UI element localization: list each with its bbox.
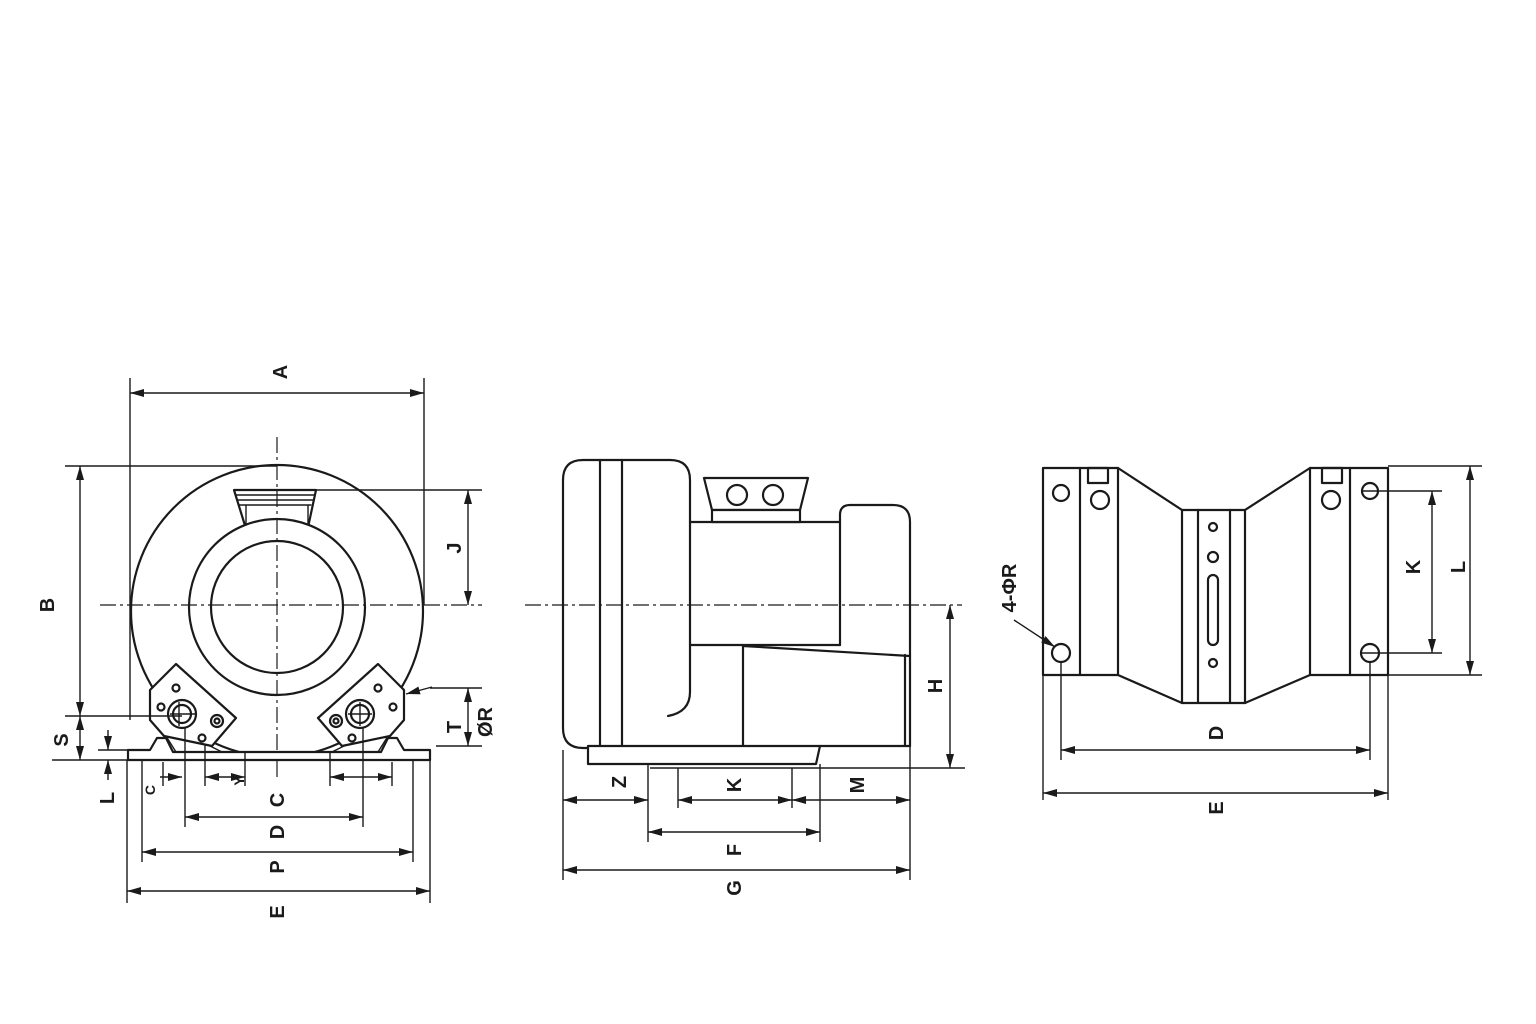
label-dim-d: D bbox=[1206, 726, 1228, 740]
side-view: H Z K M F G bbox=[525, 458, 965, 896]
bolt-hole bbox=[332, 717, 340, 725]
fan-cover bbox=[838, 503, 912, 657]
label-dim-l: L bbox=[1448, 561, 1470, 573]
leader-line bbox=[405, 686, 433, 695]
bolt-hole bbox=[213, 717, 221, 725]
small-hole bbox=[1206, 550, 1220, 564]
nut bbox=[328, 713, 344, 729]
terminal-box-base bbox=[710, 508, 802, 524]
label-dim-l: L bbox=[97, 792, 119, 804]
dimension-holes: 4-ΦR bbox=[999, 563, 1056, 648]
label-dim-m: M bbox=[847, 777, 869, 794]
base-feet bbox=[126, 735, 432, 762]
dimension-d: D bbox=[141, 760, 414, 862]
dimension-e: E bbox=[267, 905, 289, 918]
dimension-k: K bbox=[678, 777, 792, 804]
base-foot-profile bbox=[126, 736, 432, 762]
cable-gland bbox=[725, 483, 749, 507]
base-view: 4-ΦR K L D E bbox=[999, 465, 1482, 815]
cable-gland bbox=[761, 483, 785, 507]
dimension-b: B bbox=[37, 465, 277, 717]
terminal-box-cover bbox=[702, 476, 810, 512]
bolt-hole bbox=[373, 683, 383, 693]
dimension-e: E bbox=[1042, 675, 1389, 815]
label-dim-y: Y bbox=[231, 776, 247, 786]
dimension-t: T bbox=[430, 687, 482, 747]
label-dim-f: F bbox=[724, 844, 746, 856]
slot bbox=[1206, 573, 1220, 647]
support-rib bbox=[209, 745, 223, 753]
dimension-r: ØR bbox=[405, 686, 497, 737]
dimension-s: S bbox=[51, 716, 128, 761]
mounting-hole bbox=[1089, 489, 1111, 511]
notch bbox=[1320, 466, 1344, 485]
label-dim-e: E bbox=[1206, 801, 1228, 814]
label-dim-k: K bbox=[724, 777, 746, 792]
bolt-hole bbox=[388, 702, 398, 712]
support-rib bbox=[377, 735, 389, 753]
fan-cowl bbox=[741, 644, 912, 748]
label-dim-p: P bbox=[267, 860, 289, 873]
label-dim-s: S bbox=[51, 733, 73, 746]
bolt-hole bbox=[347, 733, 357, 743]
mounting-hole bbox=[1051, 483, 1071, 503]
label-dim-holes: 4-ΦR bbox=[999, 563, 1021, 612]
dimension-a: A bbox=[129, 365, 425, 720]
terminal-box bbox=[702, 476, 810, 524]
dimension-p: P bbox=[126, 760, 431, 903]
nut bbox=[209, 713, 225, 729]
small-hole bbox=[1207, 657, 1219, 669]
dimension-z: Z bbox=[563, 776, 648, 804]
side-extension-lines bbox=[562, 746, 911, 880]
leader-line bbox=[1013, 619, 1056, 648]
label-dim-c-small: C bbox=[142, 785, 158, 795]
mounting-hole bbox=[1320, 489, 1342, 511]
dimension-l: L bbox=[97, 730, 128, 804]
dimension-row-ports: C Y bbox=[142, 745, 393, 795]
support-rib bbox=[165, 735, 177, 753]
dimension-g: G bbox=[563, 866, 910, 896]
bolt-hole bbox=[197, 733, 207, 743]
left-port-bracket bbox=[148, 662, 238, 748]
support-rib bbox=[331, 745, 345, 753]
label-dim-a: A bbox=[270, 365, 292, 379]
plate-fold-lines bbox=[1078, 466, 1352, 705]
label-dim-b: B bbox=[37, 598, 59, 612]
dimension-k: K bbox=[1362, 490, 1442, 654]
dimension-h: H bbox=[650, 605, 965, 769]
front-view: A B J S L T bbox=[37, 365, 497, 919]
label-dim-g: G bbox=[724, 880, 746, 896]
label-dim-j: J bbox=[444, 542, 466, 553]
label-dim-d: D bbox=[267, 825, 289, 839]
label-dim-k: K bbox=[1403, 559, 1425, 574]
blower-housing bbox=[561, 458, 692, 750]
dimension-c: C bbox=[184, 728, 364, 827]
bolt-hole bbox=[156, 702, 166, 712]
label-dim-c: C bbox=[267, 793, 289, 807]
housing-outline bbox=[561, 458, 692, 750]
base-plate-outline bbox=[1041, 466, 1390, 705]
cowl-top-edge bbox=[741, 644, 912, 658]
right-port-bracket bbox=[316, 662, 406, 748]
bolt-hole bbox=[171, 683, 181, 693]
dimension-l: L bbox=[1388, 465, 1482, 676]
dimension-m: M bbox=[792, 777, 910, 804]
label-dim-e: E bbox=[267, 905, 289, 918]
center-strip-holes bbox=[1206, 521, 1220, 669]
notch bbox=[1086, 466, 1110, 485]
label-dim-h: H bbox=[925, 679, 947, 693]
label-dim-t: T bbox=[444, 721, 466, 733]
label-dim-z: Z bbox=[609, 776, 631, 788]
motor-body bbox=[688, 503, 912, 657]
small-hole bbox=[1207, 521, 1219, 533]
base-plate bbox=[586, 744, 822, 766]
dimension-j: J bbox=[312, 489, 482, 605]
dimension-d: D bbox=[1060, 662, 1371, 760]
dimension-f: F bbox=[648, 828, 820, 856]
label-dim-r: ØR bbox=[475, 706, 497, 737]
